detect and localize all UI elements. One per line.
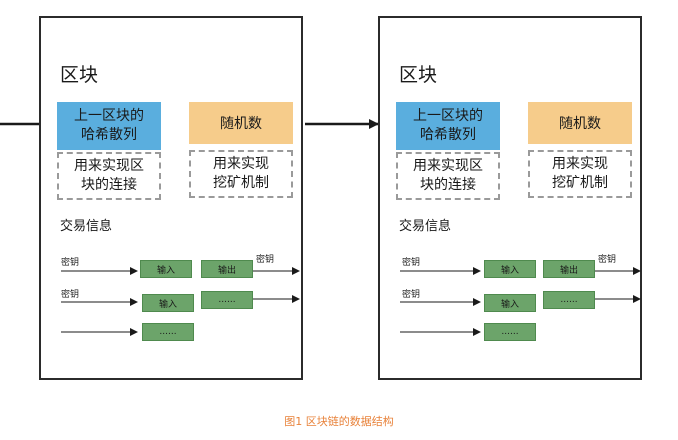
link-note-label: 用来实现区 块的连接 [413, 158, 483, 193]
block-1: 区块 上一区块的 哈希散列 随机数 用来实现区 块的连接 用来实现 挖矿机制 交… [39, 16, 303, 380]
block-title: 区块 [60, 64, 99, 86]
link-note: 用来实现区 块的连接 [57, 152, 161, 200]
prev-hash-label: 上一区块的 哈希散列 [413, 108, 483, 143]
tx-arrows [61, 267, 300, 336]
block-title: 区块 [399, 64, 438, 86]
tx-input-more: ...... [484, 323, 536, 341]
tx-output-more: ...... [201, 291, 253, 309]
tx-output-more: ...... [543, 291, 595, 309]
key-label: 密钥 [402, 290, 421, 300]
key-label: 密钥 [598, 255, 617, 265]
tx-arrows [400, 267, 641, 336]
key-label: 密钥 [402, 258, 421, 268]
tx-output-box: 输出 [201, 260, 253, 278]
key-label: 密钥 [61, 290, 80, 300]
block-2: 区块 上一区块的 哈希散列 随机数 用来实现区 块的连接 用来实现 挖矿机制 交… [378, 16, 642, 380]
tx-title: 交易信息 [399, 219, 452, 234]
prev-hash-field: 上一区块的 哈希散列 [396, 102, 500, 150]
tx-title: 交易信息 [60, 219, 113, 234]
tx-output-box: 输出 [543, 260, 595, 278]
tx-input-more: ...... [142, 323, 194, 341]
mining-note: 用来实现 挖矿机制 [528, 150, 632, 198]
tx-input-box: 输入 [142, 294, 194, 312]
prev-hash-label: 上一区块的 哈希散列 [74, 108, 144, 143]
mining-note-label: 用来实现 挖矿机制 [552, 156, 608, 191]
key-label: 密钥 [61, 258, 80, 268]
nonce-field: 随机数 [528, 102, 632, 144]
link-note: 用来实现区 块的连接 [396, 152, 500, 200]
tx-input-box: 输入 [484, 294, 536, 312]
tx-input-box: 输入 [484, 260, 536, 278]
tx-input-box: 输入 [140, 260, 192, 278]
key-label: 密钥 [256, 255, 275, 265]
nonce-label: 随机数 [559, 116, 601, 132]
mining-note: 用来实现 挖矿机制 [189, 150, 293, 198]
mining-note-label: 用来实现 挖矿机制 [213, 156, 269, 191]
prev-hash-field: 上一区块的 哈希散列 [57, 102, 161, 150]
figure-caption: 图1 区块链的数据结构 [284, 415, 394, 428]
nonce-label: 随机数 [220, 116, 262, 132]
link-note-label: 用来实现区 块的连接 [74, 158, 144, 193]
nonce-field: 随机数 [189, 102, 293, 144]
